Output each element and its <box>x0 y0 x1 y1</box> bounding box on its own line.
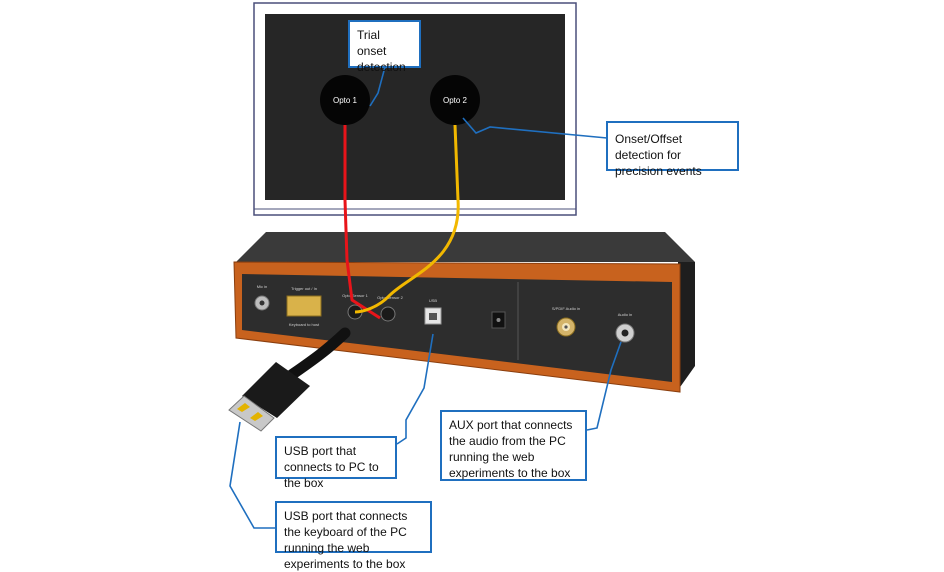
device-front-panel <box>242 274 672 382</box>
keyboard-host-label: Keyboard to host <box>289 322 320 327</box>
opto-sensor-2-socket <box>380 306 396 322</box>
leader-aux <box>586 341 622 431</box>
callout-aux-port-text: AUX port that connects the audio from th… <box>449 418 573 480</box>
audio-in-label: Audio in <box>618 312 632 317</box>
callout-usb-pc: USB port that connects to PC to the box <box>275 436 397 490</box>
usb-port-label: USB <box>429 298 438 303</box>
leader-trial-onset <box>369 66 386 107</box>
usb-cable <box>284 327 351 382</box>
opto-1-label: Opto 1 <box>333 96 358 105</box>
diagram-canvas: Opto 1 Opto 2 Mic in Trigger out / In Ke… <box>228 2 695 529</box>
callout-trial-onset-text: Trial onset detection <box>357 28 406 74</box>
callout-aux-port: AUX port that connects the audio from th… <box>440 410 587 481</box>
opto-2-label: Opto 2 <box>443 96 468 105</box>
opto-sensor-1 <box>320 75 370 125</box>
leader-onset-offset <box>462 117 608 139</box>
yellow-cable <box>354 124 460 314</box>
device-side <box>678 262 695 390</box>
opto-sensor-2 <box>430 75 480 125</box>
red-cable <box>343 125 381 320</box>
usb-plug-connector <box>228 395 275 432</box>
opto-sensor-2-label: Opto Sensor 2 <box>377 295 404 300</box>
trigger-label: Trigger out / In <box>291 286 317 291</box>
callout-onset-offset-text: Onset/Offset detection for precision eve… <box>615 132 702 178</box>
mic-in-label: Mic in <box>257 284 267 289</box>
usb-plug-body <box>242 362 310 418</box>
device-box: Mic in Trigger out / In Keyboard to host… <box>233 232 695 393</box>
callout-usb-keyboard: USB port that connects the keyboard of t… <box>275 501 432 571</box>
callout-usb-pc-text: USB port that connects to PC to the box <box>284 444 379 490</box>
callout-trial-onset: Trial onset detection <box>348 20 421 74</box>
device-top <box>236 232 695 262</box>
opto-sensor-1-label: Opto Sensor 1 <box>342 293 369 298</box>
callout-onset-offset: Onset/Offset detection for precision eve… <box>606 121 739 178</box>
callout-leaders <box>229 66 622 529</box>
callout-usb-keyboard-text: USB port that connects the keyboard of t… <box>284 509 408 571</box>
leader-usb-keyboard <box>229 421 276 529</box>
usb-keyboard-cable <box>228 327 351 432</box>
trigger-port <box>286 295 322 317</box>
spdif-audio-label: S/PDIF Audio in <box>552 306 580 311</box>
leader-usb-pc <box>396 333 434 445</box>
